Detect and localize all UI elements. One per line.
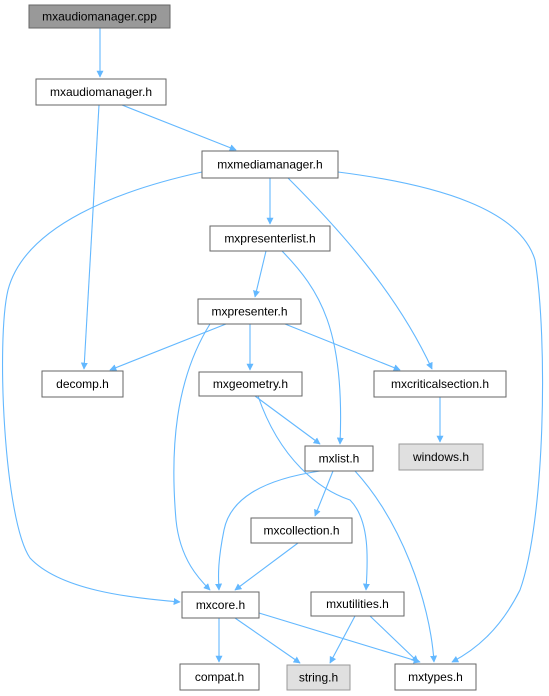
node-box [394, 663, 477, 691]
edge-mxgeometry-h-to-mxutilities-h [257, 395, 370, 591]
node-box [286, 664, 351, 691]
node-box [198, 371, 303, 397]
node-box [197, 298, 302, 325]
node-mxpresenter-h[interactable]: mxpresenter.h [197, 298, 302, 325]
edge-mxlist-h-to-mxtypes-h [354, 470, 438, 663]
node-box [209, 225, 331, 252]
edge-mxaudiomanager-h-to-mxmediamanager-h [121, 104, 237, 151]
node-mxutilities-h[interactable]: mxutilities.h [310, 591, 405, 617]
nodes-layer: mxaudiomanager.cpp mxaudiomanager.h mxmedi… [28, 4, 507, 691]
node-label: mxpresenter.h [211, 305, 287, 319]
edge-mxpresenter-h-to-mxcore-h [173, 323, 211, 591]
edge-mxpresenter-h-to-decomp-h [109, 323, 227, 371]
node-label: mxcore.h [196, 598, 245, 612]
node-box [41, 370, 124, 398]
edge-mxcore-h-to-mxtypes-h [258, 612, 421, 664]
edge-mxaudiomanager-h-to-decomp-h [80, 104, 100, 370]
edge-mxmediamanager-h-to-mxcore-h [2, 171, 203, 605]
edge-mxmediamanager-h-to-mxcriticalsection-h [287, 177, 433, 370]
node-label: compat.h [195, 670, 244, 684]
node-mxaudiomanager-cpp[interactable]: mxaudiomanager.cpp [28, 4, 171, 29]
node-mxtypes-h[interactable]: mxtypes.h [394, 663, 477, 691]
node-label: mxcriticalsection.h [391, 377, 489, 391]
node-mxcore-h[interactable]: mxcore.h [181, 591, 260, 619]
edges-layer [2, 28, 544, 664]
node-box [250, 517, 353, 544]
node-decomp-h[interactable]: decomp.h [41, 370, 124, 398]
node-box [398, 443, 484, 471]
node-label: mxcollection.h [263, 524, 339, 538]
node-label: mxlist.h [319, 452, 360, 466]
edge-mxpresenterlist-h-to-mxlist-h [281, 250, 344, 445]
edge-mxlist-h-to-mxcollection-h [314, 470, 334, 517]
node-label: mxmediamanager.h [217, 158, 322, 172]
node-mxlist-h[interactable]: mxlist.h [304, 445, 374, 472]
node-box [310, 591, 405, 617]
edge-mxgeometry-h-to-mxlist-h [254, 395, 321, 445]
node-label: mxgeometry.h [213, 377, 288, 391]
node-windows-h: windows.h [398, 443, 484, 471]
node-mxmediamanager-h[interactable]: mxmediamanager.h [201, 150, 339, 179]
node-box [35, 78, 167, 106]
node-box [304, 445, 374, 472]
edge-mxcore-h-to-string-h [234, 617, 301, 664]
node-mxgeometry-h[interactable]: mxgeometry.h [198, 371, 303, 397]
edge-mxutilities-h-to-mxtypes-h [369, 615, 419, 663]
node-compat-h[interactable]: compat.h [179, 663, 260, 691]
node-label: decomp.h [56, 377, 109, 391]
node-mxaudiomanager-h[interactable]: mxaudiomanager.h [35, 78, 167, 106]
node-label: mxpresenterlist.h [224, 232, 315, 246]
edge-mxutilities-h-to-string-h [329, 615, 356, 664]
edge-mxpresenter-h-to-mxcriticalsection-h [284, 323, 401, 371]
node-label: mxtypes.h [408, 670, 463, 684]
edge-mxmediamanager-h-to-mxtypes-h [337, 171, 544, 663]
node-mxcollection-h[interactable]: mxcollection.h [250, 517, 353, 544]
edge-mxcollection-h-to-mxcore-h [234, 542, 299, 591]
edge-mxlist-h-to-mxcore-h [215, 470, 321, 591]
node-box [181, 591, 260, 619]
node-mxcriticalsection-h[interactable]: mxcriticalsection.h [373, 370, 507, 398]
node-box [201, 150, 339, 179]
node-box [28, 4, 171, 29]
node-string-h: string.h [286, 664, 351, 691]
node-label: mxaudiomanager.cpp [42, 10, 157, 24]
node-label: mxaudiomanager.h [50, 85, 152, 99]
node-label: windows.h [412, 450, 469, 464]
node-box [179, 663, 260, 691]
edge-mxpresenterlist-h-to-mxpresenter-h [253, 250, 267, 298]
node-label: mxutilities.h [326, 597, 389, 611]
node-box [373, 370, 507, 398]
node-label: string.h [299, 671, 338, 685]
node-mxpresenterlist-h[interactable]: mxpresenterlist.h [209, 225, 331, 252]
